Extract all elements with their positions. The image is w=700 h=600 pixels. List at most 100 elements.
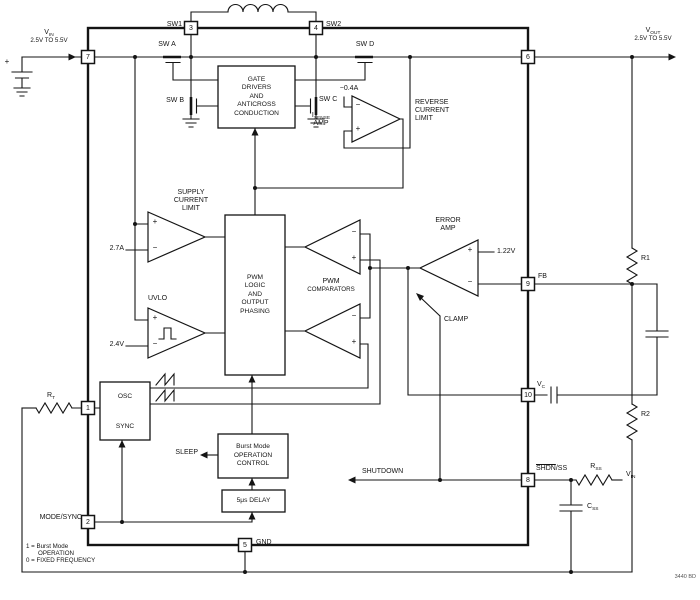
pin-number-4: 4 <box>314 24 318 32</box>
pin-2-mode <box>80 514 96 530</box>
pin-number-9: 9 <box>526 280 530 288</box>
error-minus-sign: − <box>467 277 473 286</box>
pwm-logic-box <box>224 214 286 376</box>
supply-limit-wires <box>125 236 226 251</box>
delay-box <box>221 489 286 513</box>
css-capacitor <box>559 479 583 573</box>
vin-right-label: VIN <box>626 471 636 480</box>
pin-9-fb <box>520 276 536 292</box>
pin-1-rt <box>80 400 96 416</box>
vin-sense-wire <box>134 56 149 321</box>
pin-7-vin <box>80 49 96 65</box>
mosfet-sw-a <box>163 55 219 81</box>
vc-capacitor <box>533 386 658 404</box>
vref-label: 1.22V <box>497 248 516 255</box>
vc-pin-label: VC <box>537 381 546 390</box>
pin-3-sw1 <box>183 20 199 36</box>
sw1-label: SW1 <box>166 21 182 28</box>
junction-dots <box>120 55 634 574</box>
comparator-wires <box>284 233 371 332</box>
pin-number-6: 6 <box>526 53 530 61</box>
pwm-arrow-icon <box>248 375 256 383</box>
cap-plus-label: + <box>4 57 10 66</box>
uvlo-comparator <box>147 307 207 359</box>
pin-number-10: 10 <box>524 391 532 399</box>
osc-text: OSC <box>117 392 133 400</box>
fb-pin-label: FB <box>538 273 547 280</box>
input-capacitor <box>11 56 33 97</box>
rt-network <box>21 401 101 573</box>
sync-text: SYNC <box>115 422 135 430</box>
supply-limit-comparator <box>147 211 207 263</box>
error-plus-sign: + <box>467 245 473 254</box>
pwm-comparator-1 <box>303 219 361 275</box>
pin-10-vc <box>520 387 536 403</box>
shdn-ss-pin-label: SHDN/SS <box>536 465 568 472</box>
error-amp <box>418 239 479 297</box>
sw2-label: SW2 <box>326 21 342 28</box>
vout-arrow-icon <box>668 53 676 61</box>
ramp-wires <box>149 259 381 405</box>
isense-minus-sign: − <box>355 100 361 109</box>
output-network <box>533 56 670 573</box>
isense-plus-sign: + <box>355 124 361 133</box>
input-network <box>11 53 83 97</box>
shutdown-arrow-icon <box>348 476 356 484</box>
rt-label: RT <box>47 392 55 401</box>
comp1-minus-sign: − <box>351 227 357 236</box>
figure-code: 3440 BD <box>674 574 696 580</box>
mode-notes: 1 = Burst Mode OPERATION 0 = FIXED FREQU… <box>26 543 96 565</box>
mosfet-sw-c <box>294 97 325 128</box>
mosfet-sw-d <box>294 55 373 81</box>
osc-box <box>99 381 151 441</box>
reverse-limit-ref-label: −0.4A <box>339 85 359 92</box>
vout-terminal-label: VOUT 2.5V TO 5.5V <box>634 27 672 43</box>
mosfet-sw-b <box>182 97 219 128</box>
hysteresis-icon <box>158 327 177 340</box>
pin-number-2: 2 <box>86 518 90 526</box>
r2-label: R2 <box>641 411 650 418</box>
delay-arrow-icon <box>248 512 256 520</box>
pin-6-vout <box>520 49 536 65</box>
uvlo-wires <box>125 332 226 347</box>
gnd-pin-label: GND <box>256 539 272 546</box>
delay-text: 5μs DELAY <box>236 496 271 504</box>
pin-number-3: 3 <box>189 24 193 32</box>
rss-label: RSS <box>590 463 602 472</box>
uvlo-plus-sign: + <box>152 313 158 322</box>
r2-resistor <box>625 403 639 441</box>
mode-sync-label: MODE/SYNC <box>39 514 82 521</box>
comp2-plus-sign: + <box>351 337 357 346</box>
ground-icon <box>307 118 325 128</box>
supply-minus-sign: − <box>152 243 158 252</box>
sawtooth-icon <box>155 372 175 387</box>
rss-resistor <box>575 473 613 487</box>
isense-amp <box>351 95 402 143</box>
pin-8-shdn <box>520 472 536 488</box>
r1-label: R1 <box>641 255 650 262</box>
pin-number-7: 7 <box>86 53 90 61</box>
sync-arrow-icon <box>118 440 126 448</box>
arrowheads <box>118 53 676 520</box>
css-label: CSS <box>587 503 599 512</box>
feedback-capacitor <box>645 283 669 396</box>
uvlo-ref-label: 2.4V <box>109 341 124 348</box>
comp1-plus-sign: + <box>351 253 357 262</box>
softstart-network <box>533 473 623 573</box>
error-amp-wires <box>369 251 523 396</box>
clamp-label: CLAMP <box>444 316 469 323</box>
sawtooth-icon <box>155 388 175 403</box>
inductor <box>190 4 317 23</box>
pin-squares <box>80 20 536 553</box>
burst-mode-box <box>217 433 289 479</box>
pin-number-5: 5 <box>243 541 247 549</box>
clamp-arrow-icon <box>416 293 424 301</box>
pin-number-1: 1 <box>86 404 90 412</box>
uvlo-label: UVLO <box>148 295 168 302</box>
